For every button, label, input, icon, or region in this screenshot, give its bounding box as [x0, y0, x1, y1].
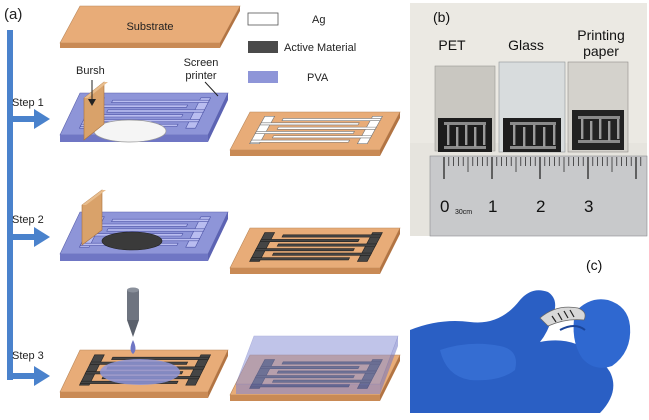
- photo-electrode-finger: [447, 125, 450, 145]
- photo-electrode-finger: [599, 119, 602, 139]
- flow-arrow-step3: [7, 373, 37, 379]
- panel-c-label: (c): [586, 257, 602, 273]
- legend-swatch-active-material: [248, 41, 278, 53]
- flexed-device-electrode: [551, 309, 575, 323]
- photo-electrode-rail: [578, 116, 620, 119]
- ag-electrode-pattern: [259, 122, 360, 126]
- legend-label-ag: Ag: [312, 14, 325, 26]
- substrate-label: Substrate: [126, 21, 173, 33]
- flow-arrowhead-step2: [34, 227, 50, 247]
- legend-swatch-pva: [248, 71, 278, 83]
- photo-electrode-finger: [465, 125, 468, 145]
- photo-electrode-finger: [581, 119, 584, 139]
- screen-printer-label-line2: printer: [185, 70, 217, 82]
- step1-result-board: [229, 111, 401, 156]
- dropper-tip: [127, 320, 139, 337]
- active-material-pattern: [249, 257, 351, 261]
- substrate-board: [59, 5, 241, 48]
- panel-a-label: (a): [4, 6, 22, 23]
- legend: Ag Active Material PVA: [247, 12, 356, 84]
- screen-mesh-pattern: [89, 104, 189, 108]
- flow-arrow-step1: [7, 116, 37, 122]
- photo-electrode-finger: [590, 121, 593, 141]
- legend-swatch-ag: [247, 12, 279, 26]
- substrate-label-printing-paper-line1: Printing: [577, 27, 624, 43]
- photo-electrode-finger: [608, 121, 611, 141]
- step1-brush: [83, 81, 108, 141]
- step2-result-board: [229, 227, 401, 274]
- active-material-pattern: [276, 243, 377, 247]
- dropper-body: [127, 290, 139, 320]
- ag-electrode-pattern: [276, 126, 377, 130]
- ag-ink-blob: [93, 119, 167, 143]
- panel-b-label: (b): [433, 9, 450, 25]
- pva-droplet: [130, 340, 136, 354]
- brush-label: Bursh: [76, 65, 105, 77]
- glove-thumb: [573, 299, 631, 368]
- photo-electrode-finger: [513, 125, 516, 145]
- brush-pointer-head: [88, 99, 96, 106]
- ruler-number-3: 3: [584, 197, 593, 216]
- photo-electrode-finger: [617, 119, 620, 139]
- step-3-label: Step 3: [12, 350, 44, 362]
- photo-electrode-finger: [523, 127, 526, 147]
- ag-electrode-pattern: [281, 118, 382, 121]
- photo-electrode-finger: [553, 125, 556, 145]
- screen-mesh-pattern: [106, 228, 206, 232]
- flow-arrowhead-step3: [34, 366, 50, 386]
- photo-electrode-rail: [578, 140, 620, 143]
- dropper: [127, 287, 139, 354]
- photo-c: [410, 252, 647, 413]
- active-material-pattern: [259, 239, 360, 242]
- photo-electrode-rail: [444, 146, 486, 149]
- active-material-pattern: [281, 234, 382, 238]
- ag-electrode-pattern: [271, 135, 373, 139]
- photo-electrode-finger: [456, 127, 459, 147]
- ruler: [429, 155, 648, 237]
- legend-label-pva: PVA: [307, 72, 329, 84]
- photo-electrode-rail: [510, 146, 556, 149]
- substrate-label-pet: PET: [438, 37, 466, 53]
- screen-printer-label-line1: Screen: [184, 57, 219, 69]
- photo-b: [410, 3, 648, 237]
- flow-arrow-step2: [7, 234, 37, 240]
- photo-electrode-finger: [533, 125, 536, 145]
- screen-mesh-pattern: [111, 99, 210, 103]
- active-material-blob: [101, 231, 163, 251]
- ruler-number-2: 2: [536, 197, 545, 216]
- photo-electrode-rail: [510, 122, 556, 125]
- photo-electrode-finger: [543, 127, 546, 147]
- step3-result-board: [229, 335, 401, 401]
- ag-electrode-pattern: [249, 139, 351, 143]
- active-material-pattern: [254, 248, 355, 252]
- photo-electrode-finger: [483, 125, 486, 145]
- ag-electrode-pattern: [254, 131, 355, 134]
- pva-puddle: [100, 359, 180, 385]
- screen-printer-pointer: [204, 81, 219, 97]
- screen-mesh-pattern: [111, 218, 210, 222]
- process-flow-arrows: [7, 30, 50, 386]
- ruler-body: [429, 155, 648, 237]
- substrate-label-printing-paper-line2: paper: [583, 43, 619, 59]
- step-1-label: Step 1: [12, 97, 44, 109]
- step2-brush: [81, 189, 106, 246]
- active-material-pattern: [271, 252, 373, 256]
- active-material-pattern: [111, 356, 210, 360]
- flexed-device: [539, 306, 586, 327]
- pva-film: [235, 335, 399, 385]
- ruler-number-1: 1: [488, 197, 497, 216]
- screen-mesh-pattern: [89, 223, 189, 227]
- photo-electrode-rail: [444, 122, 486, 125]
- screen-mesh-pattern: [106, 109, 206, 113]
- photo-electrode-finger: [474, 127, 477, 147]
- legend-label-active-material: Active Material: [284, 42, 356, 54]
- flow-spine: [7, 30, 13, 380]
- ruler-number-0: 0: [440, 197, 449, 216]
- step3-board: [59, 349, 229, 398]
- flow-arrowhead-step1: [34, 109, 50, 129]
- substrate-label-glass: Glass: [508, 37, 544, 53]
- ruler-unit-label: 30cm: [455, 209, 472, 216]
- step-2-label: Step 2: [12, 214, 44, 226]
